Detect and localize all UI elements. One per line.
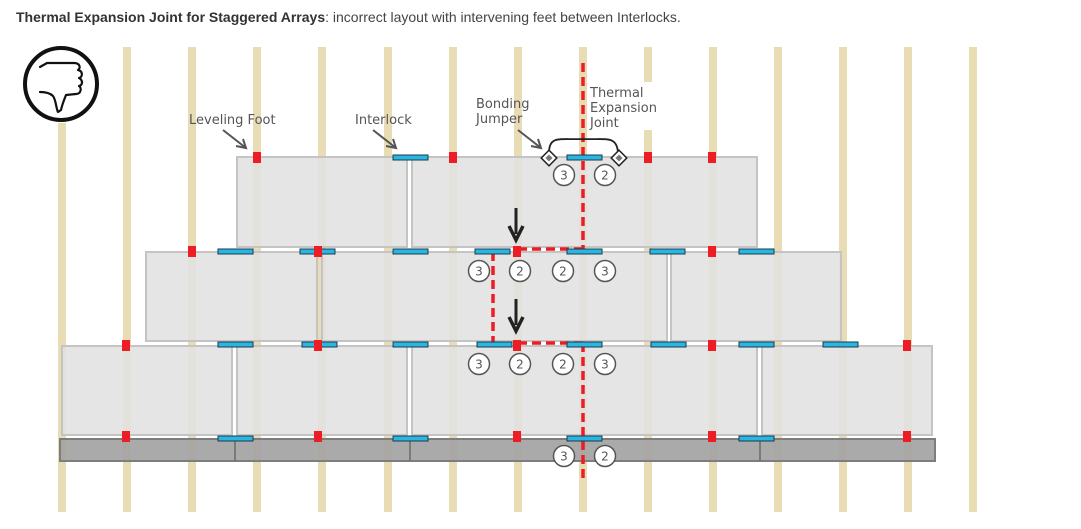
interlock (649, 248, 686, 255)
interlock (392, 154, 429, 161)
interlock (566, 248, 603, 255)
leveling-foot (449, 152, 457, 163)
callout-badge: 3 (593, 352, 617, 376)
leveling-foot (708, 246, 716, 257)
svg-text:2: 2 (516, 265, 524, 279)
module (145, 251, 318, 342)
interlock (738, 435, 775, 442)
svg-text:3: 3 (475, 358, 483, 372)
interlock (217, 248, 254, 255)
callout-badge: 3 (552, 444, 576, 468)
leveling-foot (513, 340, 521, 351)
leveling-foot (513, 246, 521, 257)
interlock (566, 154, 603, 161)
figure-caption: Thermal Expansion Joint for Staggered Ar… (16, 9, 681, 25)
module (236, 156, 408, 248)
interlock (474, 248, 511, 255)
leveling-foot (708, 152, 716, 163)
skirt (59, 438, 936, 462)
svg-text:2: 2 (601, 169, 609, 183)
module (670, 251, 842, 342)
svg-text:2: 2 (601, 450, 609, 464)
interlock (566, 435, 603, 442)
leveling-foot (188, 246, 196, 257)
bonding-jumper-label: Jumper (475, 112, 523, 127)
down-arrow-icon (507, 208, 525, 244)
leveling-foot (708, 431, 716, 442)
down-arrow-icon (507, 299, 525, 335)
leveling-foot (903, 340, 911, 351)
interlock (392, 248, 429, 255)
callout-badge: 2 (508, 259, 532, 283)
interlock (566, 341, 603, 348)
leveling-foot (644, 152, 652, 163)
leveling-foot (122, 431, 130, 442)
jumper-clamp-left (540, 149, 558, 167)
leveling-foot (122, 340, 130, 351)
interlock (392, 341, 429, 348)
svg-text:3: 3 (560, 450, 568, 464)
interlock (650, 341, 687, 348)
thermal-expansion-joint-label: Joint (589, 116, 619, 131)
module (61, 345, 233, 436)
leveling-foot (314, 246, 322, 257)
interlock (738, 248, 775, 255)
leveling-foot (903, 431, 911, 442)
leveling-foot (708, 340, 716, 351)
pointer-arrow-icon (372, 129, 398, 150)
svg-text:3: 3 (560, 169, 568, 183)
svg-text:3: 3 (475, 265, 483, 279)
interlock (738, 341, 775, 348)
interlock (217, 341, 254, 348)
leveling-feet (122, 152, 911, 442)
thermal-expansion-joint-label: Expansion (590, 101, 657, 116)
interlock (476, 341, 513, 348)
callout-badge: 3 (467, 352, 491, 376)
callout-badge: 3 (467, 259, 491, 283)
callout-badge: 3 (593, 259, 617, 283)
thumbs-down-icon (23, 46, 99, 122)
svg-text:2: 2 (516, 358, 524, 372)
interlock (217, 435, 254, 442)
leveling-foot (314, 340, 322, 351)
leveling-foot-label: Leveling Foot (189, 113, 276, 128)
rafter (904, 47, 912, 512)
callout-badge: 2 (593, 444, 617, 468)
caption-separator: : (325, 9, 330, 25)
interlock-label: Interlock (355, 113, 412, 128)
leveling-foot (314, 431, 322, 442)
pointer-arrow-icon (517, 129, 543, 150)
rafter (58, 47, 66, 512)
leveling-foot (253, 152, 261, 163)
bonding-jumper-label: Bonding (476, 97, 529, 112)
svg-text:3: 3 (601, 265, 609, 279)
module (236, 345, 408, 436)
bonding-jumper (540, 138, 628, 167)
skirt-section (59, 438, 936, 462)
jumper-clamp-right (610, 149, 628, 167)
rafter (969, 47, 977, 512)
callouts: 3 2 3 2 2 3 3 2 2 3 3 2 (467, 163, 617, 468)
callout-badge: 2 (593, 163, 617, 187)
callout-badge: 2 (551, 259, 575, 283)
callout-badge: 3 (552, 163, 576, 187)
callout-badge: 2 (508, 352, 532, 376)
leveling-foot (513, 431, 521, 442)
pointer-arrow-icon (222, 129, 248, 150)
module (761, 345, 933, 436)
rafter (123, 47, 131, 512)
svg-text:3: 3 (601, 358, 609, 372)
caption-description: incorrect layout with intervening feet b… (329, 9, 681, 25)
rafter (839, 47, 847, 512)
interlock (392, 435, 429, 442)
svg-text:2: 2 (559, 265, 567, 279)
interlock (822, 341, 859, 348)
caption-title: Thermal Expansion Joint for Staggered Ar… (16, 9, 326, 25)
thermal-expansion-joint-label: Thermal (589, 86, 644, 101)
svg-text:2: 2 (559, 358, 567, 372)
callout-badge: 2 (551, 352, 575, 376)
